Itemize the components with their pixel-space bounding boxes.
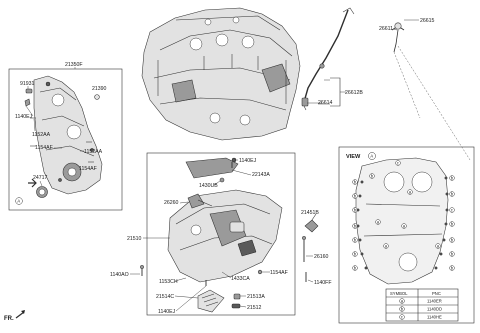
label-1140EJ-c: 1140EJ — [158, 309, 176, 315]
marker-b: b — [354, 179, 357, 184]
view-a-frame — [338, 146, 475, 324]
table-row-pnc: 1140DD — [427, 307, 442, 312]
view-bolt-dots — [356, 176, 449, 270]
dipstick-assembly: 26615 26611 26612B 26614 — [301, 7, 471, 161]
label-1430UB: 1430UB — [199, 183, 218, 189]
timing-cover-group: 21350F 91931 21390 1140EJ 1152AA 1154AF … — [8, 62, 123, 211]
label-26614: 26614 — [318, 100, 333, 106]
fr-arrow-icon — [15, 311, 25, 319]
marker-b: b — [354, 193, 357, 198]
label-1154AF-c: 1154AF — [270, 270, 288, 276]
view-title: VIEW — [346, 154, 361, 160]
marker-b: b — [354, 251, 357, 256]
label-22143A: 22143A — [252, 172, 270, 178]
fr-label: FR. — [4, 316, 14, 322]
label-1152AA-b: 1152AA — [84, 149, 103, 155]
label-1152AA-a: 1152AA — [32, 132, 51, 138]
marker-a: a — [409, 189, 412, 194]
label-21512: 21512 — [247, 305, 262, 311]
marker-a: a — [377, 219, 380, 224]
marker-b: b — [451, 191, 454, 196]
marker-c: c — [451, 207, 453, 212]
view-title-marker-letter: A — [370, 154, 373, 159]
table-header-pnc: PNC — [432, 291, 441, 296]
label-21451B: 21451B — [301, 210, 319, 216]
label-1433CA: 1433CA — [231, 276, 250, 282]
marker-b: b — [354, 223, 357, 228]
marker-b: b — [451, 237, 454, 242]
label-21510: 21510 — [127, 236, 142, 242]
label-26615: 26615 — [420, 18, 435, 24]
marker-a: a — [437, 243, 440, 248]
table-row-symbol: c — [401, 314, 403, 319]
marker-b: b — [354, 207, 357, 212]
label-1140EJ-a: 1140EJ — [15, 114, 33, 120]
view-a-panel: VIEW A b b b b b b b b c a a a a b b c b — [338, 146, 475, 324]
oil-pan-frame — [146, 152, 296, 316]
marker-c: c — [397, 160, 399, 165]
label-1140FF: 1140FF — [314, 280, 332, 286]
table-row-symbol: a — [401, 298, 404, 303]
table-row-symbol: b — [401, 306, 404, 311]
label-26260: 26260 — [164, 200, 179, 206]
label-21513A: 21513A — [247, 294, 265, 300]
view-marker-A-left-letter: A — [17, 199, 20, 204]
label-21514C: 21514C — [156, 294, 174, 300]
right-side-parts: 21451B 26160 1140FF — [301, 210, 332, 286]
marker-a: a — [385, 243, 388, 248]
label-26611: 26611 — [379, 26, 393, 32]
label-21350F: 21350F — [65, 62, 83, 68]
view-bolt-markers: b b b b b b b b c a a a a b b c b b b b … — [352, 160, 455, 271]
marker-b: b — [371, 173, 374, 178]
table-row-pnc: 1140ER — [427, 299, 442, 304]
table-header-symbol: SYMBOL — [390, 291, 408, 296]
label-1140EJ-b: 1140EJ — [239, 158, 257, 164]
marker-b: b — [451, 175, 454, 180]
label-1153CH: 1153CH — [159, 279, 178, 285]
marker-b: b — [354, 237, 357, 242]
label-26612B: 26612B — [345, 90, 363, 96]
table-row-pnc: 1140HE — [427, 315, 442, 320]
marker-b: b — [451, 221, 454, 226]
label-21390: 21390 — [92, 86, 107, 92]
timing-cover-frame — [8, 68, 123, 211]
label-24717: 24717 — [33, 175, 48, 181]
view-title-marker — [368, 152, 376, 160]
marker-b: b — [354, 265, 357, 270]
label-1154AF-a: 1154AF — [35, 145, 53, 151]
front-direction-indicator: FR. — [4, 310, 25, 322]
engine-block — [141, 7, 301, 141]
view-marker-A-left — [15, 197, 23, 205]
label-1140AO: 1140AO — [110, 272, 129, 278]
marker-b: b — [451, 265, 454, 270]
marker-b: b — [451, 251, 454, 256]
label-26160: 26160 — [314, 254, 329, 260]
label-91931: 91931 — [20, 81, 35, 87]
label-1154AF-b: 1154AF — [79, 166, 97, 172]
marker-a: a — [403, 223, 406, 228]
symbol-pnc-table: SYMBOL PNC a 1140ER b 1140DD c 1140HE — [385, 288, 459, 322]
oil-pan-group: 1140EJ 22143A 1430UB 26260 21510 1140AO … — [110, 152, 296, 316]
